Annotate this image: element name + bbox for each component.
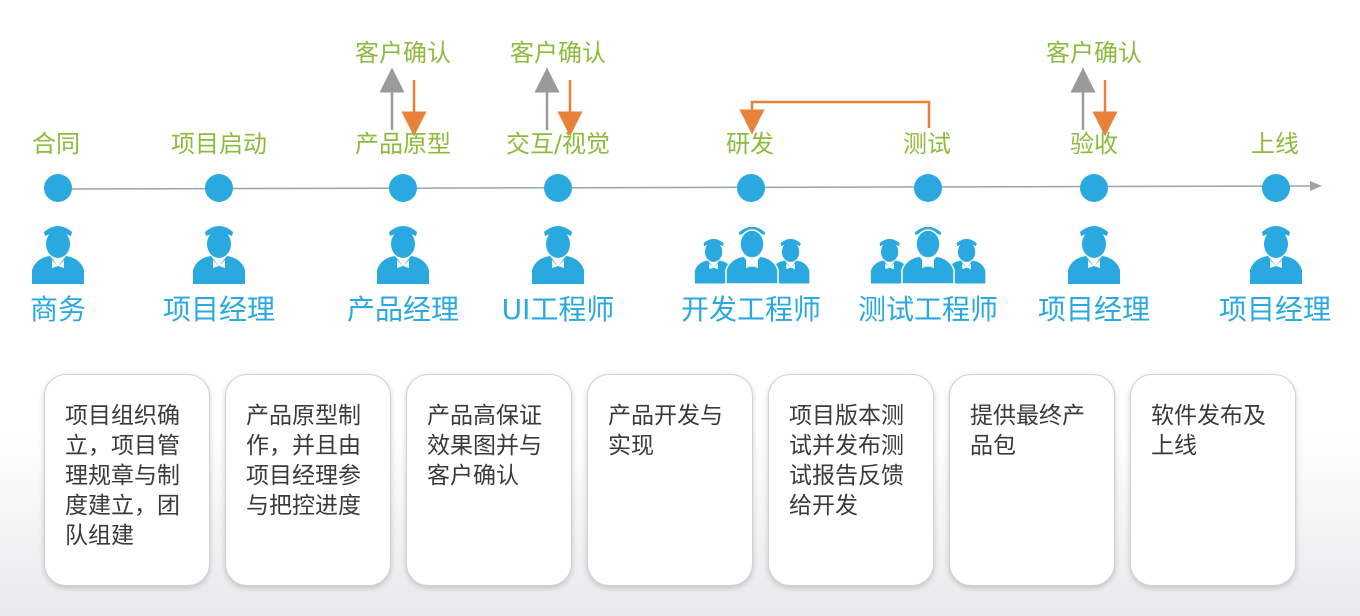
role-label-ui-engineer: UI工程师 bbox=[501, 293, 615, 326]
role-label-tester: 测试工程师 bbox=[857, 293, 998, 326]
phase-label-contract: 合同 bbox=[32, 130, 80, 158]
description-card-acceptance: 提供最终产品包 bbox=[949, 374, 1115, 586]
person-with-bowtie-icon bbox=[377, 226, 429, 284]
confirm-label-prototype: 客户确认 bbox=[355, 39, 451, 67]
timeline-node-prototype bbox=[389, 174, 417, 202]
description-card-development: 产品开发与实现 bbox=[587, 374, 753, 586]
role-label-project-manager-acceptance: 项目经理 bbox=[1037, 293, 1150, 326]
timeline-node-visual bbox=[544, 174, 572, 202]
timeline-node-contract bbox=[44, 174, 72, 202]
feedback-loop-line bbox=[739, 100, 931, 135]
description-card-visual: 产品高保证效果图并与客户确认 bbox=[406, 374, 572, 586]
description-card-testing: 项目版本测试并发布测试报告反馈给开发 bbox=[768, 374, 934, 586]
role-label-product-manager: 产品经理 bbox=[346, 293, 459, 326]
description-card-launch: 软件发布及上线 bbox=[1130, 374, 1296, 586]
confirm-label-acceptance: 客户确认 bbox=[1046, 39, 1142, 67]
role-label-project-manager-launch: 项目经理 bbox=[1218, 293, 1331, 326]
phase-label-acceptance: 验收 bbox=[1070, 130, 1118, 158]
role-label-project-manager: 项目经理 bbox=[162, 293, 275, 326]
phase-label-launch: 上线 bbox=[1251, 130, 1299, 158]
card-text: 产品原型制作，并且由项目经理参与把控进度 bbox=[246, 403, 361, 519]
timeline-node-testing bbox=[914, 174, 942, 202]
description-card-kickoff: 项目组织确立，项目管理规章与制度建立，团队组建 bbox=[44, 374, 210, 586]
timeline-line bbox=[57, 185, 1311, 190]
phase-label-development: 研发 bbox=[726, 130, 774, 158]
role-label-developer: 开发工程师 bbox=[680, 293, 821, 326]
role-label-business: 商务 bbox=[29, 293, 86, 326]
timeline-node-launch bbox=[1262, 174, 1290, 202]
timeline-node-kickoff bbox=[205, 174, 233, 202]
group-of-people-icon bbox=[694, 225, 810, 284]
card-text: 项目版本测试并发布测试报告反馈给开发 bbox=[789, 403, 904, 519]
timeline-arrow-icon bbox=[1310, 181, 1322, 191]
phase-label-prototype: 产品原型 bbox=[355, 130, 451, 158]
card-text: 提供最终产品包 bbox=[970, 403, 1085, 459]
phase-label-kickoff: 项目启动 bbox=[171, 130, 267, 158]
group-of-people-icon bbox=[870, 225, 986, 284]
person-with-bowtie-icon bbox=[193, 226, 245, 284]
card-text: 软件发布及上线 bbox=[1151, 403, 1266, 459]
person-with-bowtie-icon bbox=[1250, 226, 1302, 284]
phase-label-visual: 交互/视觉 bbox=[505, 130, 611, 158]
timeline-node-acceptance bbox=[1080, 174, 1108, 202]
person-with-bowtie-icon bbox=[1068, 226, 1120, 284]
timeline-node-development bbox=[737, 174, 765, 202]
card-text: 项目组织确立，项目管理规章与制度建立，团队组建 bbox=[65, 403, 180, 549]
description-card-prototype: 产品原型制作，并且由项目经理参与把控进度 bbox=[225, 374, 391, 586]
phase-label-testing: 测试 bbox=[903, 130, 951, 158]
card-text: 产品开发与实现 bbox=[608, 403, 723, 459]
confirm-label-visual: 客户确认 bbox=[510, 39, 606, 67]
person-with-bowtie-icon bbox=[532, 226, 584, 284]
card-text: 产品高保证效果图并与客户确认 bbox=[427, 403, 542, 489]
person-with-bowtie-icon bbox=[32, 226, 84, 284]
